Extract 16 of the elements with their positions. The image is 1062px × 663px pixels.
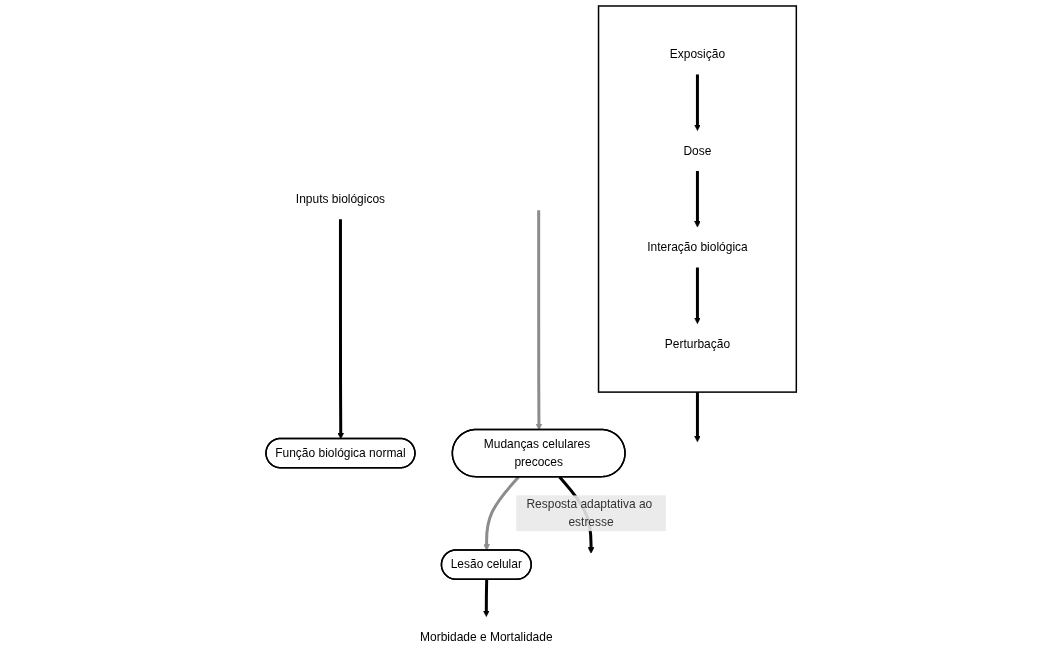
node-text: Exposição	[669, 47, 725, 61]
node-text: Interação biológica	[647, 240, 748, 254]
node-text: Morbidade e Mortalidade	[419, 630, 553, 643]
arrow	[694, 392, 701, 443]
cluster	[597, 5, 797, 393]
arrow	[694, 267, 701, 324]
edge-label: Resposta adaptativa ao estresse	[526, 497, 653, 529]
node-text: Dose	[683, 144, 712, 157]
arrow	[483, 476, 520, 551]
arrow	[694, 171, 701, 228]
node-text: Inputs biológicos	[295, 192, 385, 206]
arrow	[337, 219, 344, 440]
arrow	[535, 210, 543, 431]
arrow	[694, 74, 701, 131]
arrow	[482, 579, 490, 617]
node-text: Perturbação	[664, 337, 730, 350]
